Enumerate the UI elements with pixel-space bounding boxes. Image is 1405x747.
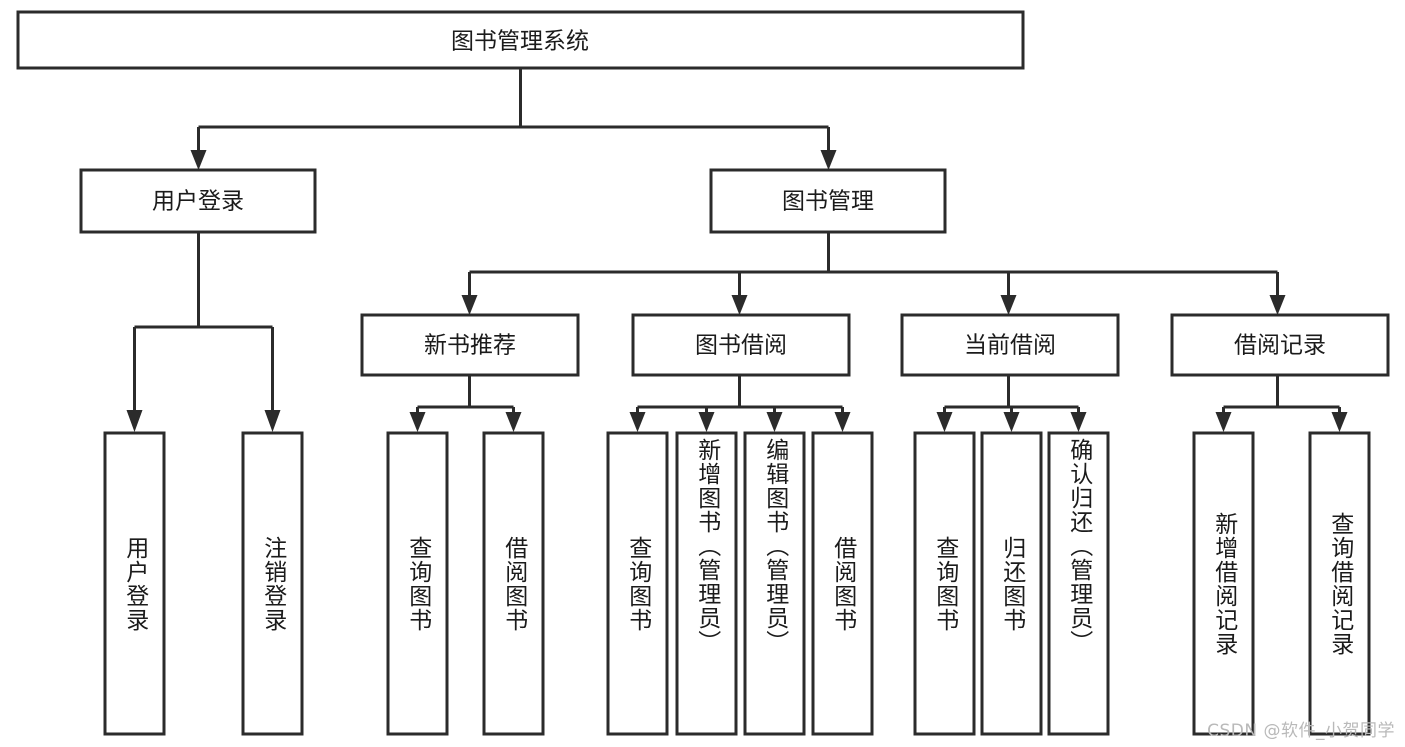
arrow-head-leaf-add-book xyxy=(698,412,715,432)
leaf-box-query-book-borrow[interactable] xyxy=(606,431,669,736)
node-current-borrow-label: 当前借阅 xyxy=(964,333,1056,359)
arrow-head-book-borrow xyxy=(731,295,748,315)
arrow-head-book-mgmt xyxy=(820,150,837,170)
connector-group-book-borrow xyxy=(629,375,851,432)
node-new-book-recommend-box[interactable] xyxy=(360,313,580,377)
node-new-book-recommend-label: 新书推荐 xyxy=(424,333,516,359)
node-current-borrow-box[interactable] xyxy=(900,313,1120,377)
arrow-head-leaf-borrow-book-2 xyxy=(834,412,851,432)
node-book-borrow-box[interactable] xyxy=(631,313,851,377)
arrow-head-leaf-return-book xyxy=(1003,412,1020,432)
node-root-box[interactable] xyxy=(16,10,1025,70)
leaf-box-confirm-return[interactable] xyxy=(1047,431,1110,736)
arrow-head-leaf-query-book-1 xyxy=(409,412,426,432)
arrow-head-borrow-record xyxy=(1269,295,1286,315)
leaf-box-add-borrow-record[interactable] xyxy=(1192,431,1255,736)
arrow-head-current-borrow xyxy=(1000,295,1017,315)
node-book-borrow-label: 图书借阅 xyxy=(695,333,787,359)
leaf-box-add-book[interactable] xyxy=(675,431,738,736)
arrow-head-leaf-query-book-2 xyxy=(629,412,646,432)
leaf-box-logout[interactable] xyxy=(241,431,304,736)
node-borrow-record-box[interactable] xyxy=(1170,313,1390,377)
node-root-label: 图书管理系统 xyxy=(451,29,589,55)
arrow-head-leaf-borrow-book-1 xyxy=(505,412,522,432)
node-book-mgmt-box[interactable] xyxy=(709,168,947,234)
arrow-head-user-login xyxy=(190,150,207,170)
leaf-box-query-book-current[interactable] xyxy=(913,431,976,736)
leaf-box-user-login[interactable] xyxy=(103,431,166,736)
arrow-head-leaf-query-record xyxy=(1331,412,1348,432)
arrow-head-leaf-confirm-return xyxy=(1070,412,1087,432)
node-borrow-record-label: 借阅记录 xyxy=(1234,333,1326,359)
node-book-mgmt-label: 图书管理 xyxy=(782,189,874,215)
arrow-head-new-book-recommend xyxy=(461,295,478,315)
leaf-box-query-borrow-record[interactable] xyxy=(1308,431,1371,736)
arrow-head-leaf-query-book-3 xyxy=(936,412,953,432)
arrow-head-leaf-user-login xyxy=(126,410,143,432)
arrow-head-leaf-add-record xyxy=(1215,412,1232,432)
node-user-login-box[interactable] xyxy=(79,168,317,234)
node-user-login-label: 用户登录 xyxy=(152,189,244,215)
arrow-head-leaf-edit-book xyxy=(766,412,783,432)
leaf-box-query-book-recommend[interactable] xyxy=(386,431,449,736)
leaf-box-borrow-book-recommend[interactable] xyxy=(482,431,545,736)
arrow-head-leaf-logout xyxy=(264,410,281,432)
leaf-box-return-book[interactable] xyxy=(980,431,1043,736)
leaf-box-edit-book[interactable] xyxy=(743,431,806,736)
leaf-box-borrow-book[interactable] xyxy=(811,431,874,736)
connector-group-book-mgmt xyxy=(461,232,1286,315)
connector-group-borrow-record xyxy=(1215,375,1348,432)
connector-group-new-book-recommend xyxy=(409,375,522,432)
connector-group-current-borrow xyxy=(936,375,1087,432)
connector-group-root xyxy=(190,68,837,170)
connector-group-user-login xyxy=(126,232,281,432)
